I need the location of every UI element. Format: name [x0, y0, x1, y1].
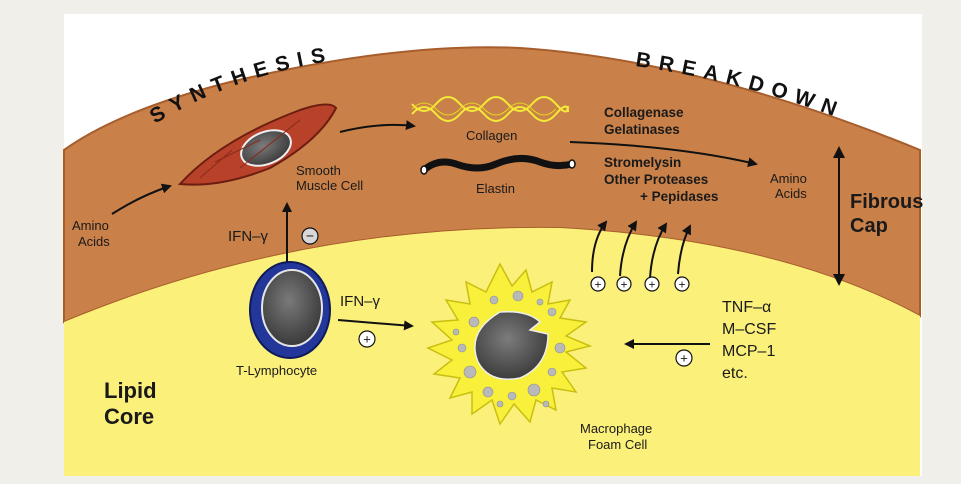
svg-text:+: +	[680, 351, 688, 366]
m-csf-label: M–CSF	[722, 321, 776, 338]
t-lymphocyte-label: T-Lymphocyte	[236, 363, 317, 378]
smooth-muscle-label-1: Smooth	[296, 163, 341, 178]
collagenase-label: Collagenase	[604, 105, 684, 120]
tnf-alpha-label: TNF–α	[722, 299, 771, 316]
lipid-core-label-1: Lipid	[104, 378, 157, 403]
pepidases-label: + Pepidases	[640, 189, 718, 204]
svg-text:+: +	[594, 278, 601, 292]
ifn-gamma-right-label: IFN–γ	[340, 293, 381, 310]
stromelysin-label: Stromelysin	[604, 155, 681, 170]
fibrous-cap-label-2: Cap	[850, 215, 888, 237]
gelatinases-label: Gelatinases	[604, 122, 680, 137]
t-lymphocyte-cell	[250, 262, 330, 358]
svg-text:+: +	[363, 332, 371, 347]
elastin-label: Elastin	[476, 181, 515, 196]
svg-text:+: +	[678, 278, 685, 292]
amino-acids-left-label-2: Acids	[78, 234, 110, 249]
collagen-label: Collagen	[466, 128, 517, 143]
svg-text:+: +	[648, 278, 655, 292]
mcp-1-label: MCP–1	[722, 343, 775, 360]
svg-text:+: +	[620, 278, 627, 292]
amino-acids-right-label-1: Amino	[770, 171, 807, 186]
amino-acids-left-label-1: Amino	[72, 218, 109, 233]
lipid-core-label-2: Core	[104, 404, 154, 429]
other-proteases-label: Other Proteases	[604, 172, 708, 187]
smooth-muscle-label-2: Muscle Cell	[296, 178, 363, 193]
minus-sign: −	[306, 228, 314, 244]
fibrous-cap-label-1: Fibrous	[850, 191, 923, 213]
ifn-gamma-up-label: IFN–γ	[228, 228, 269, 245]
macrophage-label-2: Foam Cell	[588, 437, 647, 452]
amino-acids-right-label-2: Acids	[775, 186, 807, 201]
etc-label: etc.	[722, 365, 748, 382]
macrophage-label-1: Macrophage	[580, 421, 652, 436]
